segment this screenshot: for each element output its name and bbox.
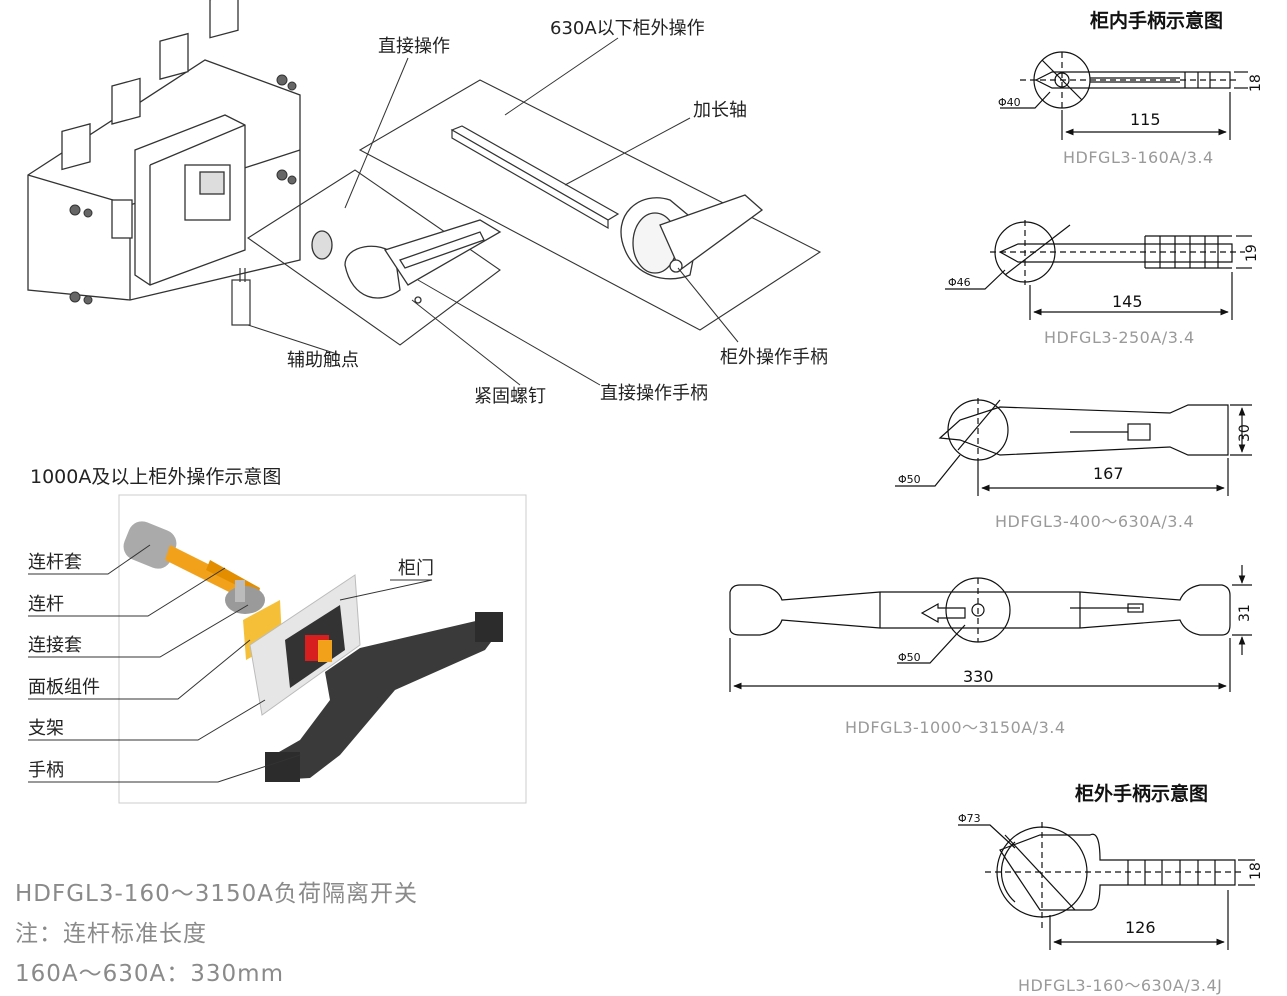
handle-400-630a-drawing xyxy=(895,398,1252,496)
part-label: 支架 xyxy=(28,718,64,739)
h3-height: 30 xyxy=(1237,424,1253,442)
external-operation-photo xyxy=(118,494,527,804)
h1-model: HDFGL3-160A/3.4 xyxy=(1063,148,1214,167)
aux-contact-drawing xyxy=(231,268,251,326)
h5-length: 126 xyxy=(1125,918,1156,937)
direct-handle-drawing xyxy=(311,219,502,304)
top-leader-lines xyxy=(247,37,739,386)
part-label: 面板组件 xyxy=(28,677,100,698)
external-plane xyxy=(358,79,822,331)
h4-phi: Φ50 xyxy=(898,651,921,664)
switch-body-drawing xyxy=(27,0,301,305)
label-direct-operation: 直接操作 xyxy=(378,36,450,57)
h3-model: HDFGL3-400～630A/3.4 xyxy=(995,512,1195,531)
h2-phi: Φ46 xyxy=(948,276,971,289)
outer-handle-title: 柜外手柄示意图 xyxy=(1075,783,1209,805)
label-fastening-screw: 紧固螺钉 xyxy=(474,386,546,407)
mounting-planes xyxy=(247,79,822,346)
h3-length: 167 xyxy=(1093,464,1124,483)
external-handle-drawing xyxy=(620,194,764,280)
h1-phi: Φ40 xyxy=(998,96,1021,109)
part-label: 手柄 xyxy=(28,760,64,781)
label-external-handle: 柜外操作手柄 xyxy=(720,347,828,368)
extension-shaft-drawing xyxy=(450,125,620,230)
part-label: 连接套 xyxy=(28,635,82,656)
h5-phi: Φ73 xyxy=(958,812,981,825)
note-line-3: 160A～630A：330mm xyxy=(15,961,284,987)
terminal-pads xyxy=(61,0,239,171)
inner-handle-title: 柜内手柄示意图 xyxy=(1090,10,1224,32)
label-aux-contact: 辅助触点 xyxy=(287,350,359,371)
h2-model: HDFGL3-250A/3.4 xyxy=(1044,328,1195,347)
label-direct-handle: 直接操作手柄 xyxy=(600,383,708,404)
h4-model: HDFGL3-1000～3150A/3.4 xyxy=(845,718,1066,737)
label-extension-shaft: 加长轴 xyxy=(693,100,747,121)
h4-length: 330 xyxy=(963,667,994,686)
handle-1000-3150a-drawing xyxy=(729,565,1252,692)
h3-phi: Φ50 xyxy=(898,473,921,486)
direct-plane xyxy=(247,169,501,346)
left-leader-lines xyxy=(28,544,433,783)
handle-250a-drawing xyxy=(945,220,1252,320)
h5-model: HDFGL3-160～630A/3.4J xyxy=(1018,976,1223,995)
left-diagram-title: 1000A及以上柜外操作示意图 xyxy=(30,466,282,488)
h5-height: 18 xyxy=(1248,862,1264,880)
h1-height: 18 xyxy=(1248,74,1264,92)
part-label: 连杆 xyxy=(28,594,64,615)
note-line-2: 注：连杆标准长度 xyxy=(15,921,207,947)
label-external-630: 630A以下柜外操作 xyxy=(550,18,705,39)
h1-length: 115 xyxy=(1130,110,1161,129)
label-cabinet-door: 柜门 xyxy=(398,558,434,579)
handle-160a-drawing xyxy=(1000,51,1248,140)
h4-height: 31 xyxy=(1237,604,1253,622)
note-line-1: HDFGL3-160～3150A负荷隔离开关 xyxy=(15,881,418,907)
part-label: 连杆套 xyxy=(28,552,82,573)
h2-length: 145 xyxy=(1112,292,1143,311)
h2-height: 19 xyxy=(1244,244,1260,262)
handle-external-630a-drawing xyxy=(958,822,1255,950)
